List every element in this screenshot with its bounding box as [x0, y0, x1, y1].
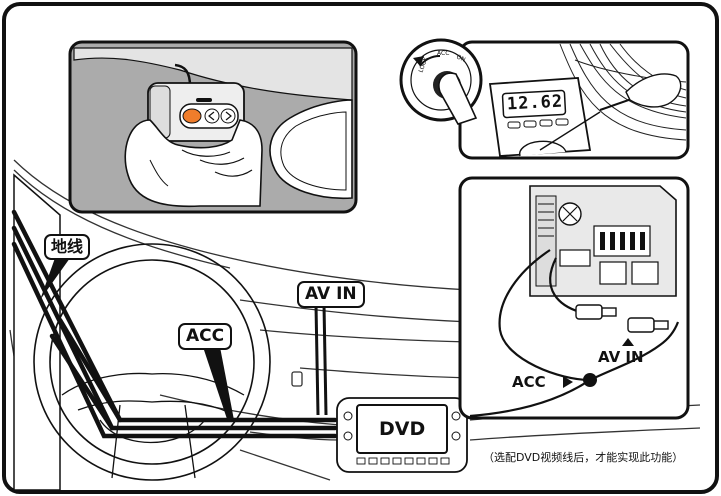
av-in-detail-label: AV IN [598, 348, 644, 366]
wire-av-in [314, 304, 328, 416]
dvd-unit [336, 397, 468, 473]
acc-pointer [203, 347, 234, 422]
dvd-label: DVD [379, 418, 426, 440]
inset-remote [68, 40, 358, 214]
steering-wheel [33, 243, 271, 481]
ground-pointer [40, 258, 70, 300]
av-in-label: AV IN [297, 281, 365, 308]
wire-over-wheel [49, 317, 123, 431]
optional-feature-note: （选配DVD视频线后，才能实现此功能） [483, 451, 684, 464]
acc-label: ACC [178, 323, 233, 350]
ground-label: 地线 [44, 234, 91, 260]
inset-av-connection [458, 176, 690, 420]
multimeter-reading: 12.62 [506, 91, 564, 115]
acc-detail-arrow [563, 376, 573, 388]
acc-detail-label: ACC [512, 373, 546, 391]
av-in-detail-arrow [622, 338, 634, 346]
inset-multimeter [399, 38, 690, 160]
ignition-acc-label: ACC [437, 50, 450, 57]
